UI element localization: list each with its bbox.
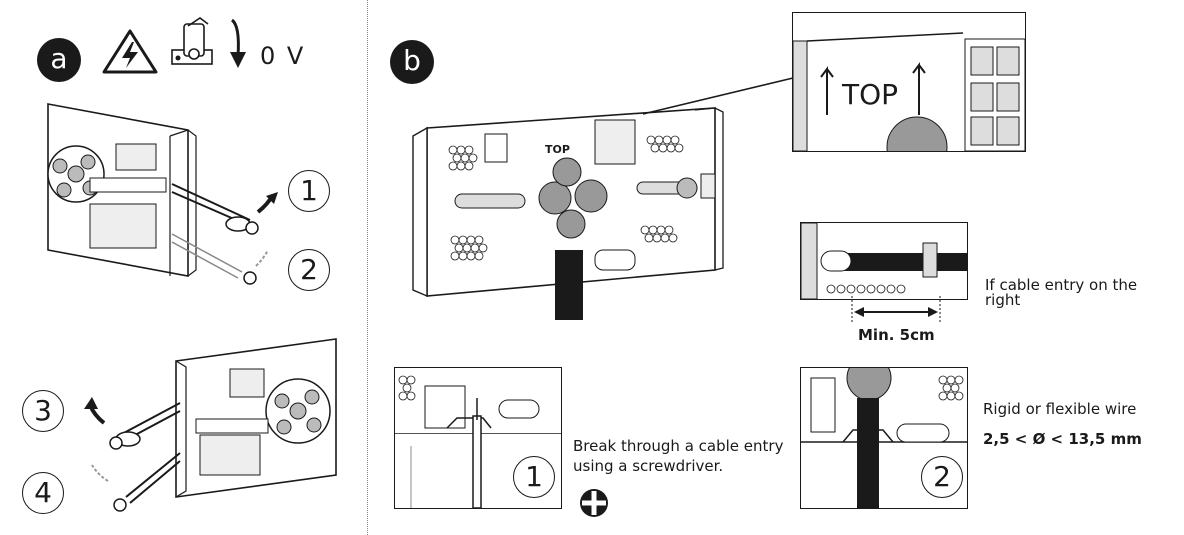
device-illustration-top — [47, 103, 278, 285]
zoom-inset-top — [792, 12, 1026, 152]
warning-high-voltage-icon — [102, 29, 158, 74]
device-top-label: TOP — [545, 143, 570, 156]
device-illustration-bottom — [84, 338, 337, 512]
min-distance-label: Min. 5cm — [858, 326, 935, 344]
zoom-top-label: TOP — [842, 78, 899, 111]
step2-caption: Rigid or flexible wire — [983, 400, 1137, 418]
step-number-1: 1 — [288, 170, 330, 212]
step1-inset: 1 — [394, 367, 562, 509]
cable-right-caption: If cable entry on the right — [985, 276, 1138, 309]
step-number-3: 3 — [22, 390, 64, 432]
section-b-badge: b — [390, 40, 434, 84]
section-a-badge: a — [37, 38, 81, 82]
device-illustration-main — [412, 77, 794, 320]
step-number-2: 2 — [288, 249, 330, 291]
step-number-4: 4 — [22, 472, 64, 514]
step1-caption: Break through a cable entry using a scre… — [573, 437, 784, 475]
switch-off-icon — [171, 17, 213, 65]
step2-range: 2,5 < Ø < 13,5 mm — [983, 430, 1142, 448]
phillips-screwdriver-icon — [580, 489, 608, 517]
section-divider — [367, 0, 368, 535]
step2-number: 2 — [921, 456, 963, 498]
min-distance-arrow — [851, 296, 941, 324]
arrow-down-icon — [230, 18, 246, 68]
step2-inset: 2 — [800, 367, 968, 509]
voltage-label: 0 V — [260, 42, 306, 70]
cable-right-inset — [800, 222, 968, 300]
step1-number: 1 — [513, 456, 555, 498]
